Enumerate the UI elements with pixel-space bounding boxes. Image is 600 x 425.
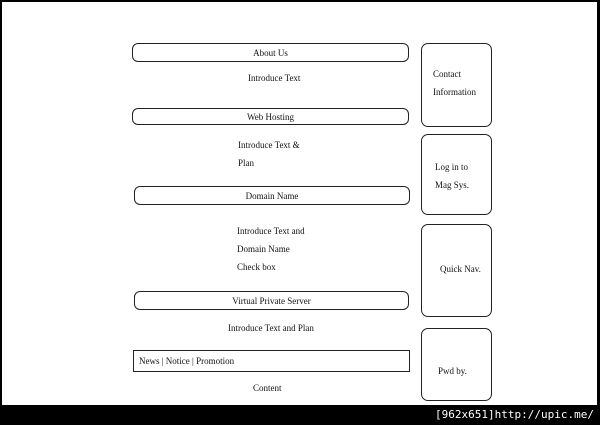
news-box: News | Notice | Promotion xyxy=(133,350,410,372)
quick-nav-panel: Quick Nav. xyxy=(421,224,492,317)
login-panel: Log in to Mag Sys. xyxy=(421,134,492,215)
about-us-label: About Us xyxy=(253,47,288,58)
hosting-intro-line2: Plan xyxy=(238,158,255,168)
watermark-text: [962x651]http://upic.me/ xyxy=(435,408,594,421)
login-line1: Log in to xyxy=(435,162,468,172)
domain-intro-line3: Check box xyxy=(237,262,276,272)
powered-by-panel: Pwd by. xyxy=(421,328,492,401)
contact-info-panel: Contact Information xyxy=(421,43,492,127)
footer-bar: [962x651]http://upic.me/ xyxy=(0,405,600,425)
web-hosting-box: Web Hosting xyxy=(132,108,409,125)
domain-name-box: Domain Name xyxy=(134,186,410,205)
domain-name-label: Domain Name xyxy=(245,190,299,201)
hosting-intro-line1: Introduce Text & xyxy=(238,140,300,150)
domain-intro-line1: Introduce Text and xyxy=(237,226,305,236)
vps-intro-text: Introduce Text and Plan xyxy=(228,323,314,333)
about-us-box: About Us xyxy=(132,43,409,62)
domain-intro-line2: Domain Name xyxy=(237,244,290,254)
quick-nav-label: Quick Nav. xyxy=(440,264,481,274)
vps-label: Virtual Private Server xyxy=(232,295,311,306)
vps-box: Virtual Private Server xyxy=(134,291,409,310)
powered-by-label: Pwd by. xyxy=(438,366,467,376)
wireframe-canvas: About Us Introduce Text Web Hosting Intr… xyxy=(2,2,597,405)
news-content-text: Content xyxy=(253,383,282,393)
about-intro-text: Introduce Text xyxy=(248,73,301,83)
contact-line1: Contact xyxy=(433,69,461,79)
news-label: News | Notice | Promotion xyxy=(139,356,235,366)
contact-line2: Information xyxy=(433,87,476,97)
web-hosting-label: Web Hosting xyxy=(246,111,295,122)
login-line2: Mag Sys. xyxy=(435,180,470,190)
